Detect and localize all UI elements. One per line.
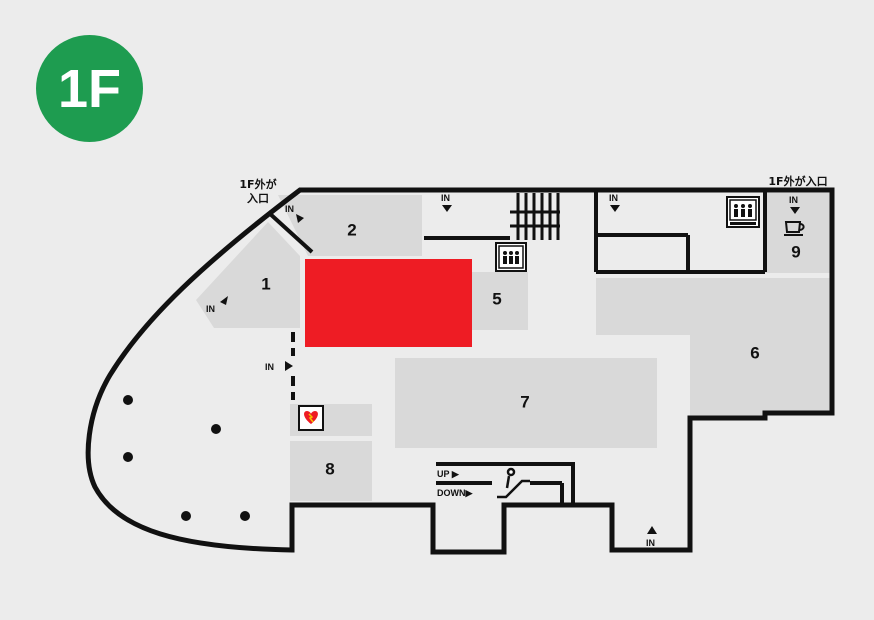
svg-text:IN: IN (609, 193, 618, 203)
unit-7-area[interactable] (395, 358, 657, 448)
outer-wall (85, 187, 835, 555)
exit-label-left-line1: 1F外が (239, 177, 276, 191)
highlighted-shop[interactable] (305, 259, 472, 347)
entrance-top-mid: IN (441, 193, 452, 212)
divider-1-2 (266, 210, 314, 254)
elevator-icon (495, 242, 527, 272)
unit-label-5: 5 (492, 289, 501, 308)
svg-text:DOWN▶: DOWN▶ (437, 488, 473, 498)
unit-label-9: 9 (791, 242, 800, 261)
unit-label-7: 7 (520, 392, 529, 411)
unit-label-6: 6 (750, 343, 759, 362)
elevator-icon (726, 196, 760, 228)
unit-8-area[interactable] (290, 441, 372, 501)
unit-label-8: 8 (325, 459, 334, 478)
escalator-icon (497, 467, 530, 499)
unit-6-area[interactable] (596, 278, 830, 547)
entrance-bottom: IN (646, 526, 657, 548)
entrance-west: IN (265, 361, 293, 372)
svg-text:IN: IN (646, 538, 655, 548)
unit-2-area[interactable] (278, 195, 422, 256)
plaza-pillars (123, 395, 250, 521)
exit-label-left-line2: 入口 (247, 192, 269, 205)
floor-label: 1F (57, 58, 122, 119)
stairs (510, 193, 560, 240)
svg-text:UP ▶: UP ▶ (437, 469, 460, 479)
exit-label-right: 1F外が入口 (768, 174, 827, 188)
svg-text:IN: IN (441, 193, 450, 203)
cafe-icon (784, 221, 805, 236)
svg-text:IN: IN (206, 304, 215, 314)
floor-badge: 1F (36, 35, 143, 142)
escalator: UP ▶ DOWN▶ (437, 467, 530, 499)
unit-label-1: 1 (261, 274, 270, 293)
entrance-top-left: IN (285, 204, 304, 223)
entrance-left: IN (206, 296, 228, 314)
svg-text:IN: IN (285, 204, 294, 214)
svg-text:IN: IN (789, 195, 798, 205)
unit-5-area[interactable] (472, 272, 528, 330)
svg-text:IN: IN (265, 362, 274, 372)
entrance-right: IN (789, 195, 800, 214)
aed-icon (298, 405, 324, 431)
entrance-top-right: IN (609, 193, 620, 212)
unit-label-2: 2 (347, 220, 356, 239)
